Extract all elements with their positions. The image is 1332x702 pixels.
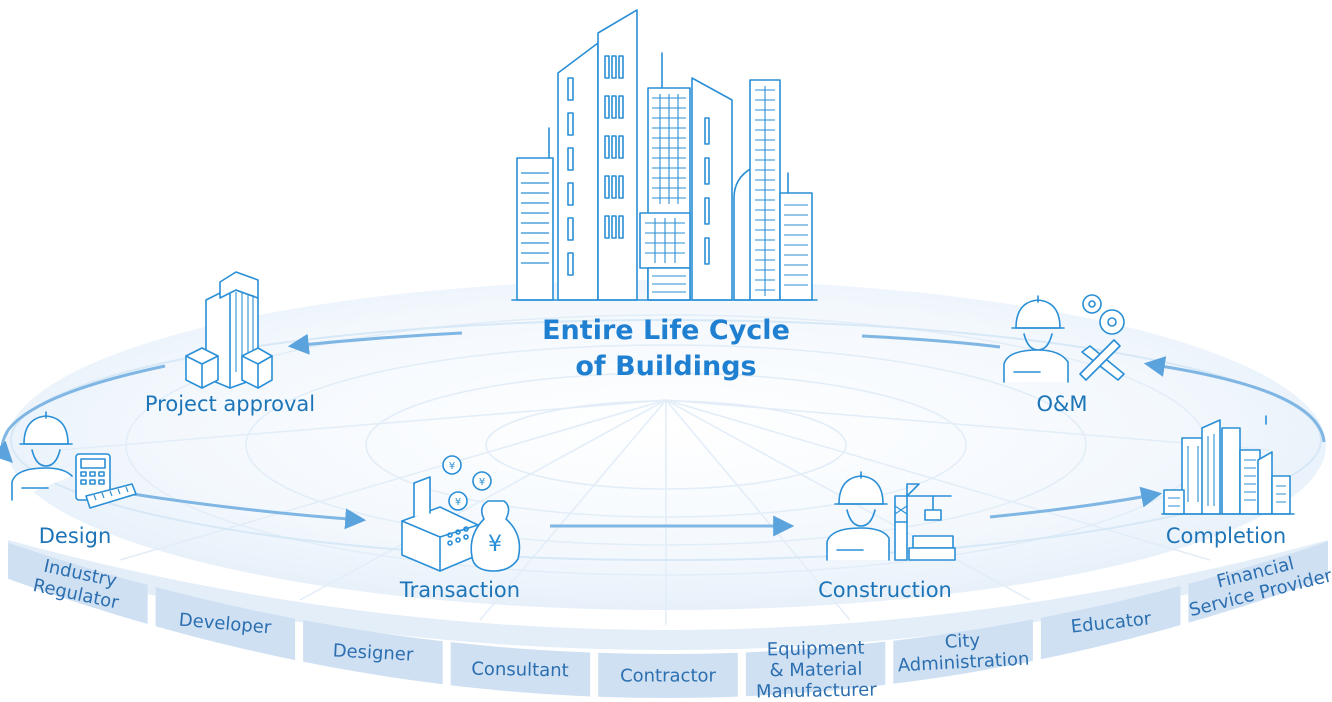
stage-label-design: Design xyxy=(38,524,112,548)
building-blocks-icon xyxy=(180,268,276,390)
participant-label-line: & Material xyxy=(768,658,863,682)
participant-label-line: Designer xyxy=(332,640,414,666)
stage-label-om: O&M xyxy=(1036,392,1088,416)
stage-label-project-approval: Project approval xyxy=(144,392,316,416)
participant-label: Consultant xyxy=(472,659,570,682)
stage-label-construction: Construction xyxy=(818,578,952,602)
designer-worker-icon xyxy=(8,404,138,509)
construction-worker-crane-icon xyxy=(823,466,956,566)
svg-text:¥: ¥ xyxy=(449,461,455,472)
participant-label-line: Contractor xyxy=(620,665,716,687)
svg-text:¥: ¥ xyxy=(479,477,485,488)
maintenance-worker-tools-icon xyxy=(1000,290,1136,386)
participant-label: Designer xyxy=(332,641,414,666)
participant-label: Contractor xyxy=(620,665,716,686)
stage-label-completion: Completion xyxy=(1165,524,1287,548)
participant-label-line: Manufacturer xyxy=(755,679,877,702)
center-title-line1: Entire Life Cycle xyxy=(542,315,790,346)
participant-label-line: Equipment xyxy=(766,637,865,661)
participant-label-line: Consultant xyxy=(471,658,570,682)
completed-buildings-icon xyxy=(1161,415,1295,516)
cycle-arrows xyxy=(0,331,1326,537)
cash-register-money-icon: ¥ ¥ ¥ ¥ xyxy=(400,455,526,573)
city-buildings-icon xyxy=(511,8,818,303)
svg-text:¥: ¥ xyxy=(488,532,502,557)
stage-label-transaction: Transaction xyxy=(399,578,521,602)
center-title-line2: of Buildings xyxy=(575,351,757,382)
svg-text:¥: ¥ xyxy=(455,497,461,508)
center-title: Entire Life Cycle of Buildings xyxy=(542,313,790,385)
